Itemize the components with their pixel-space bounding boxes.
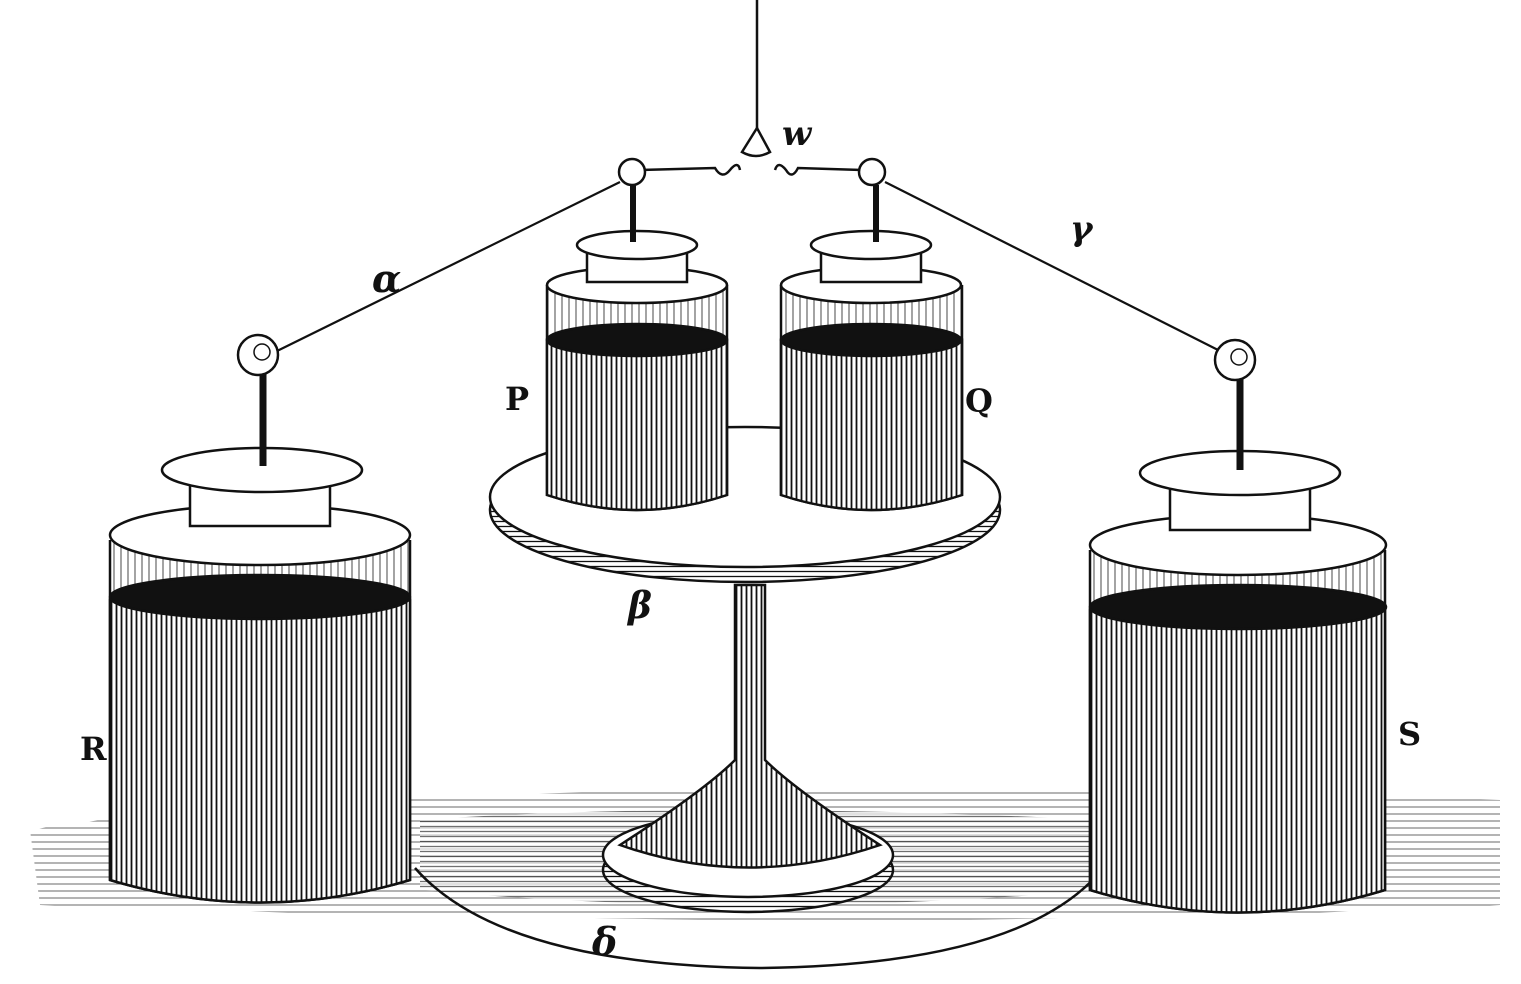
label-delta: δ xyxy=(591,919,617,964)
jar-r xyxy=(108,333,412,904)
suspension-wire xyxy=(639,0,863,176)
label-q: Q xyxy=(965,382,993,420)
jar-p xyxy=(545,157,729,512)
label-w: w xyxy=(782,114,813,154)
wire-delta xyxy=(414,867,1101,970)
label-s: S xyxy=(1398,715,1421,753)
label-beta: β xyxy=(626,585,652,627)
wire-gamma xyxy=(884,181,1223,353)
label-p: P xyxy=(505,380,529,418)
jar-s xyxy=(1088,338,1388,914)
jar-q xyxy=(779,157,964,512)
label-alpha: α xyxy=(372,256,401,301)
label-r: R xyxy=(80,730,107,768)
label-gamma: γ xyxy=(1070,209,1094,249)
wire-alpha xyxy=(274,181,621,353)
